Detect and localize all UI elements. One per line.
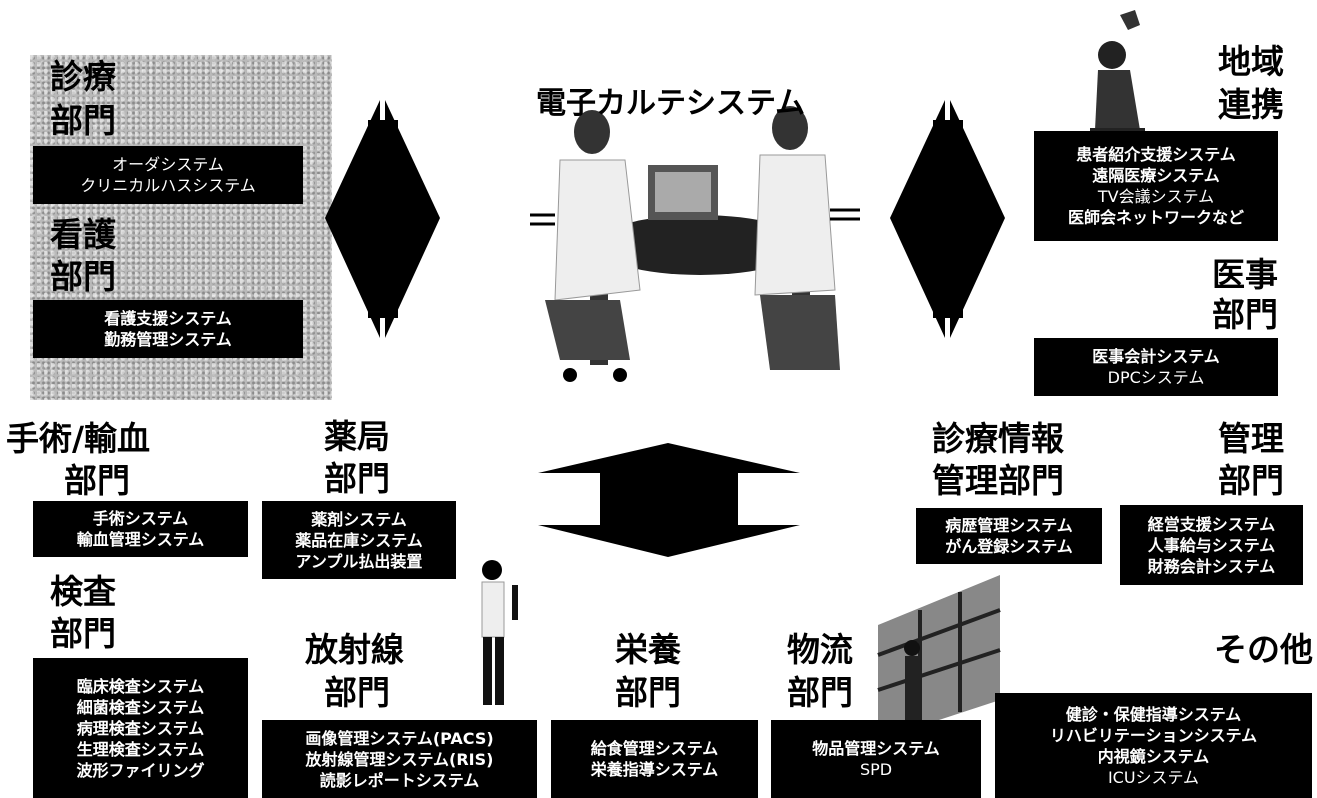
logistics-system-box: 物品管理システム SPD bbox=[771, 720, 981, 798]
clinical-info-system-item: 病歴管理システム bbox=[945, 516, 1073, 535]
medical-affairs-system-item: DPCシステム bbox=[1107, 368, 1205, 387]
management-system-item: 財務会計システム bbox=[1147, 556, 1276, 576]
system-title: 電子カルテシステム bbox=[536, 86, 806, 121]
logistics-heading-line1: 物流 bbox=[787, 630, 853, 669]
surgery-system-box: 手術システム 輸血管理システム bbox=[33, 501, 248, 557]
radiology-system-item: 読影レポートシステム bbox=[319, 770, 480, 790]
management-heading-line2: 部門 bbox=[1218, 461, 1284, 500]
pharmacy-system-item: 薬剤システム bbox=[311, 509, 407, 529]
regional-system-item: TV会議システム bbox=[1097, 187, 1215, 206]
management-system-item: 人事給与システム bbox=[1147, 535, 1276, 555]
surgery-system-item: 手術システム bbox=[92, 509, 189, 528]
person-silhouette-standing bbox=[481, 560, 518, 705]
clinical-system-item: クリニカルハスシステム bbox=[80, 176, 256, 195]
logistics-system-item: 物品管理システム bbox=[812, 739, 940, 758]
regional-system-box: 患者紹介支援システム 遠隔医療システム TV会議システム 医師会ネットワークなど bbox=[1034, 131, 1278, 241]
nursing-system-item: 勤務管理システム bbox=[104, 330, 232, 349]
left-double-arrow bbox=[325, 100, 382, 338]
management-system-item: 経営支援システム bbox=[1147, 514, 1276, 534]
clinical-info-system-box: 病歴管理システム がん登録システム bbox=[916, 508, 1102, 564]
nursing-dept-heading-line1: 看護 bbox=[50, 215, 116, 254]
vertical-double-arrow bbox=[538, 443, 800, 473]
radiology-system-item: 画像管理システム(PACS) bbox=[305, 728, 494, 748]
radiology-system-item: 放射線管理システム(RIS) bbox=[305, 749, 494, 769]
pharmacy-heading-line2: 部門 bbox=[324, 459, 390, 498]
right-double-arrow-right-head bbox=[950, 100, 1005, 338]
medical-affairs-system-item: 医事会計システム bbox=[1092, 347, 1220, 366]
regional-system-item: 患者紹介支援システム bbox=[1076, 145, 1236, 164]
surgery-heading-line1: 手術/輸血 bbox=[6, 419, 151, 458]
surgery-heading-line2: 部門 bbox=[64, 461, 130, 500]
radiology-system-box: 画像管理システム(PACS) 放射線管理システム(RIS) 読影レポートシステム bbox=[262, 720, 537, 798]
other-system-item: 内視鏡システム bbox=[1097, 746, 1210, 766]
other-system-item: ICUシステム bbox=[1107, 767, 1200, 787]
pharmacy-system-item: アンプル払出装置 bbox=[295, 551, 423, 571]
laboratory-system-box: 臨床検査システム 細菌検査システム 病理検査システム 生理検査システム 波形ファ… bbox=[33, 658, 248, 798]
other-heading: その他 bbox=[1214, 630, 1313, 669]
logistics-heading-line2: 部門 bbox=[787, 673, 853, 712]
laboratory-heading-line2: 部門 bbox=[50, 614, 116, 653]
regional-system-item: 医師会ネットワークなど bbox=[1067, 208, 1244, 227]
management-heading-line1: 管理 bbox=[1218, 419, 1284, 458]
medical-affairs-heading-line1: 医事 bbox=[1212, 255, 1278, 294]
clinical-system-item: オーダシステム bbox=[112, 155, 224, 174]
radiology-heading-line2: 部門 bbox=[324, 673, 390, 712]
doctors-at-desk-illustration bbox=[530, 106, 860, 382]
clinical-info-system-item: がん登録システム bbox=[945, 537, 1073, 556]
laboratory-system-item: 波形ファイリング bbox=[76, 760, 205, 780]
storage-shelves-illustration bbox=[877, 575, 1001, 740]
medical-affairs-heading-line2: 部門 bbox=[1212, 295, 1278, 334]
pharmacy-system-box: 薬剤システム 薬品在庫システム アンプル払出装置 bbox=[262, 501, 456, 579]
clinical-dept-heading-line1: 診療 bbox=[50, 57, 116, 96]
clinical-info-heading-line2: 管理部門 bbox=[932, 461, 1064, 500]
nursing-dept-heading-line2: 部門 bbox=[50, 257, 116, 296]
nursing-dept-system-box: 看護支援システム 勤務管理システム bbox=[33, 300, 303, 358]
laboratory-system-item: 細菌検査システム bbox=[76, 697, 205, 717]
left-double-arrow-right-head bbox=[385, 100, 440, 338]
regional-heading-line2: 連携 bbox=[1218, 85, 1284, 124]
laboratory-system-item: 病理検査システム bbox=[76, 718, 205, 738]
nutrition-heading-line2: 部門 bbox=[615, 673, 681, 712]
other-system-item: 健診・保健指導システム bbox=[1065, 704, 1242, 724]
pharmacy-system-item: 薬品在庫システム bbox=[295, 530, 423, 550]
nutrition-heading-line1: 栄養 bbox=[615, 630, 681, 669]
clinical-dept-heading-line2: 部門 bbox=[50, 101, 116, 140]
clinical-info-heading-line1: 診療情報 bbox=[932, 419, 1064, 458]
regional-heading-line1: 地域 bbox=[1218, 42, 1284, 81]
right-double-arrow bbox=[890, 100, 945, 338]
surgery-system-item: 輸血管理システム bbox=[76, 530, 205, 549]
other-system-box: 健診・保健指導システム リハビリテーションシステム 内視鏡システム ICUシステ… bbox=[995, 693, 1312, 798]
laboratory-system-item: 生理検査システム bbox=[76, 739, 205, 759]
person-silhouette-top-right bbox=[1090, 10, 1145, 140]
nutrition-system-item: 給食管理システム bbox=[590, 739, 719, 758]
other-system-item: リハビリテーションシステム bbox=[1049, 725, 1258, 745]
nutrition-system-item: 栄養指導システム bbox=[590, 760, 719, 779]
pharmacy-heading-line1: 薬局 bbox=[324, 417, 390, 456]
regional-system-item: 遠隔医療システム bbox=[1092, 166, 1220, 185]
logistics-system-item: SPD bbox=[859, 760, 893, 779]
nursing-system-item: 看護支援システム bbox=[104, 309, 232, 328]
laboratory-heading-line1: 検査 bbox=[50, 572, 116, 611]
clinical-dept-system-box: オーダシステム クリニカルハスシステム bbox=[33, 146, 303, 204]
medical-affairs-system-box: 医事会計システム DPCシステム bbox=[1034, 338, 1278, 396]
radiology-heading-line1: 放射線 bbox=[305, 630, 404, 669]
nutrition-system-box: 給食管理システム 栄養指導システム bbox=[551, 720, 758, 798]
management-system-box: 経営支援システム 人事給与システム 財務会計システム bbox=[1120, 505, 1303, 585]
laboratory-system-item: 臨床検査システム bbox=[76, 676, 205, 696]
